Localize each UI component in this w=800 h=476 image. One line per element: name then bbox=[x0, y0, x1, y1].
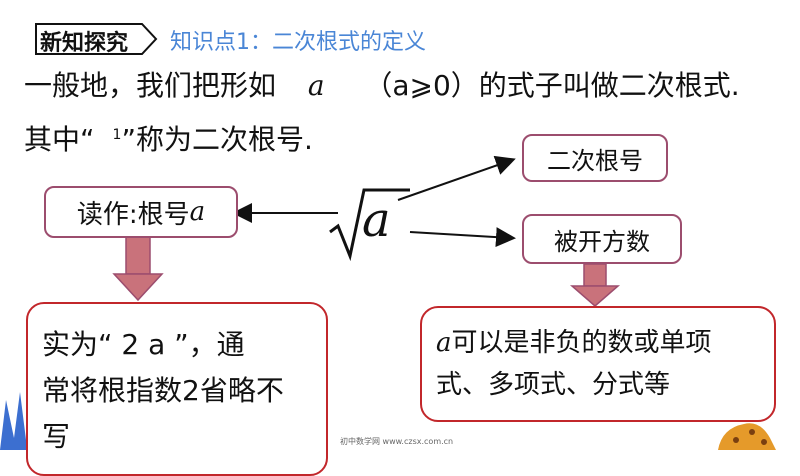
right-note-variable: a bbox=[436, 328, 452, 358]
definition-variable: a bbox=[307, 69, 325, 102]
down-arrow-left-icon bbox=[112, 235, 164, 302]
definition-prefix: 一般地，我们把形如 bbox=[24, 69, 277, 102]
plant-decoration-icon bbox=[0, 392, 34, 450]
left-note-line-3: 写 bbox=[42, 420, 71, 453]
radical-sign-icon bbox=[329, 188, 410, 262]
section-tag-label: 新知探究 bbox=[40, 31, 129, 56]
left-note-line-1: 实为“ 2 a ”，通 bbox=[42, 328, 245, 361]
arrow-to-radicand bbox=[409, 227, 516, 248]
arrow-to-radical-sign bbox=[397, 155, 516, 201]
tag-frame-icon bbox=[35, 23, 158, 55]
definition-line-2: 其中“ 1”称为二次根号. bbox=[24, 118, 313, 158]
topic-title: 知识点1：二次根式的定义 bbox=[170, 30, 426, 55]
footer-credit: 初中数学网 www.czsx.com.cn bbox=[340, 437, 454, 446]
diagram-arrows bbox=[0, 155, 776, 450]
definition-line-1: 一般地，我们把形如 a （a⩾0）的式子叫做二次根式. bbox=[24, 64, 740, 104]
section-tag: 新知探究 bbox=[34, 22, 158, 56]
right-note-text-1: 可以是非负的数或单项 bbox=[451, 328, 712, 358]
down-arrow-right-icon bbox=[569, 263, 621, 307]
right-note-line-2: 式、多项式、分式等 bbox=[436, 370, 671, 400]
definition-condition: （a⩾0）的式子叫做二次根式. bbox=[364, 69, 740, 102]
square-root-expression: a bbox=[330, 188, 410, 258]
radicand-symbol: a bbox=[362, 192, 391, 248]
radical-note-suffix-group: 1”称为二次根号. bbox=[113, 123, 313, 156]
radical-note-prefix: 其中“ bbox=[24, 123, 95, 156]
reading-label: 读作:根号 bbox=[76, 199, 190, 230]
left-note-line-2: 常将根指数2省略不 bbox=[42, 374, 284, 407]
radicand-box: 被开方数 bbox=[522, 214, 682, 264]
radical-note-suffix: ”称为二次根号. bbox=[121, 123, 313, 156]
reading-variable: a bbox=[189, 197, 206, 227]
right-note-box: a可以是非负的数或单项 式、多项式、分式等 bbox=[420, 306, 776, 422]
radical-sign-box: 二次根号 bbox=[522, 134, 668, 182]
left-note-box: 实为“ 2 a ”，通 常将根指数2省略不 写 bbox=[26, 302, 328, 476]
right-note-line-1: a可以是非负的数或单项 bbox=[436, 322, 712, 364]
radical-gap-mark: 1 bbox=[112, 126, 122, 143]
giraffe-decoration-icon bbox=[718, 423, 776, 450]
